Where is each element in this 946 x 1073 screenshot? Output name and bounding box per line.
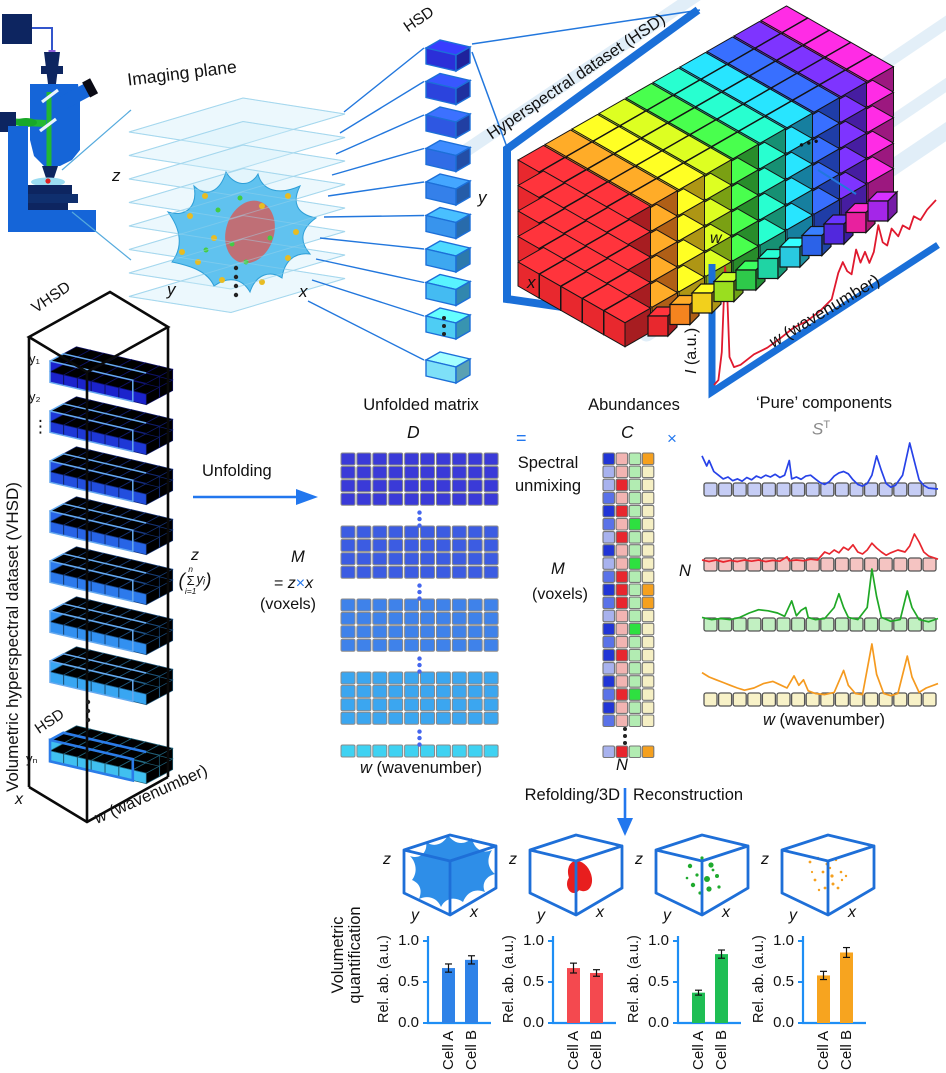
ellipsis-dots xyxy=(85,265,627,747)
reconstruction-box-blob xyxy=(528,833,624,917)
reconstruction-boxes xyxy=(402,833,876,917)
spectrum-inset-line xyxy=(713,199,937,386)
pure-components-plots xyxy=(701,442,939,707)
vhsd-layer xyxy=(49,596,174,656)
vhsd-layer xyxy=(48,725,174,785)
planes-to-hsd-lines xyxy=(307,47,425,361)
reconstruction-box-speckles-small xyxy=(780,833,876,917)
vhsd-layer xyxy=(49,546,174,606)
bar-chart-1 xyxy=(423,936,491,1025)
vhsd-layer xyxy=(49,496,174,556)
bar-charts xyxy=(423,936,866,1025)
cell-illustration xyxy=(166,170,318,294)
vhsd-layer xyxy=(49,396,174,456)
microscope-to-planes-lines xyxy=(61,109,132,261)
component-red xyxy=(701,533,939,572)
microscope-illustration xyxy=(0,14,99,232)
hsd-slice-column xyxy=(424,39,472,385)
vhsd-layer xyxy=(49,646,174,706)
reconstruction-box-speckles xyxy=(654,833,750,917)
vhsd-layer xyxy=(49,446,174,506)
component-blue xyxy=(701,442,939,497)
unfolding-arrow xyxy=(193,489,318,505)
sample-dot xyxy=(45,178,51,184)
bar-chart-3 xyxy=(673,936,741,1025)
component-green xyxy=(701,568,939,632)
component-orange xyxy=(701,643,939,707)
vhsd-layer xyxy=(49,346,174,406)
imaging-plane-stack xyxy=(128,97,346,314)
vhsd-bounding-box xyxy=(26,290,171,824)
refolding-arrow xyxy=(617,788,633,836)
bar-chart-2 xyxy=(548,936,616,1025)
eyepiece xyxy=(60,78,99,109)
spectral-cube-row xyxy=(646,169,899,338)
reconstruction-box-cell xyxy=(402,833,498,917)
abundance-matrix xyxy=(602,452,655,759)
unfolded-matrix-blocks xyxy=(340,452,499,758)
bar-chart-4 xyxy=(798,936,866,1025)
vhsd-stack xyxy=(48,346,174,785)
